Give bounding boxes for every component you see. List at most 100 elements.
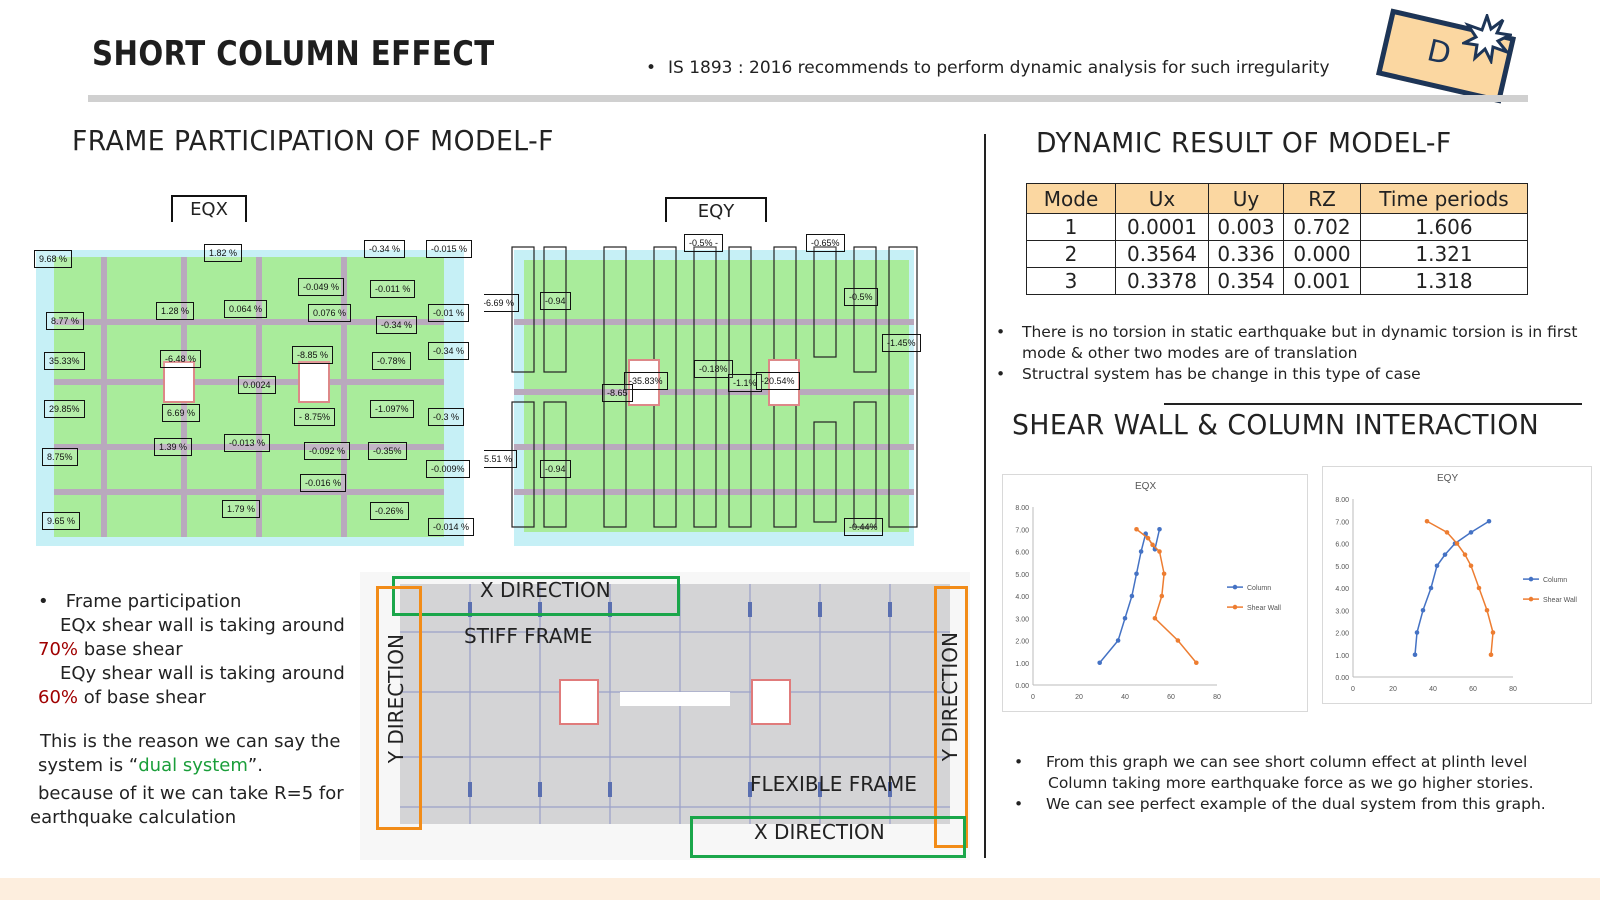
legend-marker [1232, 584, 1238, 590]
eqx-participation-label: -0.016 % [300, 474, 347, 492]
y-tick-label: 2.00 [1015, 639, 1029, 646]
data-point [1462, 552, 1468, 557]
y-tick-label: 4.00 [1015, 594, 1029, 601]
eqy-participation-label: -5.51 % [484, 450, 518, 468]
table-cell: 0.702 [1283, 213, 1361, 241]
dynamic-note-1: •There is no torsion in static earthquak… [996, 323, 1578, 362]
legend-marker [1232, 604, 1238, 610]
eqx-participation-label: 1.28 % [156, 302, 195, 320]
col-mode: Mode [1026, 183, 1116, 214]
eqx-participation-label: -0.3 % [428, 408, 465, 426]
burst-icon [1462, 14, 1512, 64]
header-note: IS 1893 : 2016 recommends to perform dyn… [646, 58, 1330, 78]
x-tick-label: 20 [1389, 686, 1397, 693]
eqy-participation-label: -20.54% [756, 372, 800, 390]
x-tick-label: 40 [1429, 686, 1437, 693]
eqx-participation-label: -0.009% [426, 460, 470, 478]
y-direction-left-box [376, 586, 422, 830]
legend-entry: Column [1247, 585, 1271, 592]
eqx-plan-drawing [36, 250, 464, 546]
fp-line2-text: base shear [78, 639, 183, 660]
fp-line4-text: of base shear [78, 687, 206, 708]
eqy-participation-label: -6.69 % [484, 294, 520, 312]
table-row: 3 0.3378 0.354 0.001 1.318 [1026, 267, 1528, 295]
table-cell: 0.3564 [1115, 240, 1209, 268]
dynamic-note-2-text: Structral system has be change in this t… [1022, 365, 1421, 383]
eqx-participation-label: 1.82 % [204, 244, 243, 262]
flexible-frame-label: FLEXIBLE FRAME [750, 772, 917, 796]
dynamic-result-table: Mode Ux Uy RZ Time periods 1 0.0001 0.00… [1026, 183, 1528, 295]
x-tick-label: 60 [1167, 694, 1175, 701]
data-point [1145, 535, 1151, 541]
y-tick-label: 5.00 [1015, 572, 1029, 579]
data-point [1134, 571, 1139, 577]
chart-title: EQX [1135, 481, 1156, 492]
table-cell: 1.318 [1360, 267, 1528, 295]
eqy-participation-label: -0.94 [540, 292, 571, 310]
eqx-participation-label: 8.75% [42, 448, 78, 466]
data-point [1150, 542, 1155, 548]
eqx-participation-label: -8.85 % [292, 346, 334, 364]
table-cell: 0.3378 [1115, 267, 1209, 295]
eqx-participation-label: 6.69 % [162, 404, 201, 422]
data-point [1468, 530, 1474, 535]
interaction-note-3: •We can see perfect example of the dual … [1014, 795, 1546, 813]
eqy-participation-label: -0.18% [694, 360, 733, 378]
eqx-chart-svg: EQX0.001.002.003.004.005.006.007.008.000… [1015, 481, 1281, 701]
eqy-chart-svg: EQY0.001.002.003.004.005.006.007.008.000… [1335, 473, 1577, 693]
section-divider [984, 134, 986, 858]
y-tick-label: 6.00 [1335, 542, 1349, 549]
eqx-participation-label: 1.79 % [222, 500, 261, 518]
x-direction-bottom-label: X DIRECTION [754, 820, 885, 844]
interaction-note-2: Column taking more earthquake force as w… [1048, 774, 1534, 792]
eqx-participation-label: -0.34 % [428, 342, 470, 360]
eqy-participation-label: -0.65% [806, 234, 845, 252]
fp-pct-60: 60% [38, 687, 79, 708]
fp-bullet-text: Frame participation [65, 591, 242, 612]
table-cell: 2 [1026, 240, 1116, 268]
eqx-participation-label: -0.049 % [298, 278, 345, 296]
interaction-note-1: •From this graph we can see short column… [1014, 753, 1528, 771]
fp-reason2: system is “dual system”. [38, 754, 368, 778]
eqy-participation-label: -0.44% [844, 518, 883, 536]
table-cell: 0.354 [1208, 267, 1284, 295]
eqx-participation-label: 8.77 % [46, 312, 85, 330]
eqy-participation-label: -0.5% - [684, 234, 724, 252]
y-tick-label: 0.00 [1015, 683, 1029, 690]
data-point [1420, 607, 1426, 613]
x-direction-top-label: X DIRECTION [480, 578, 611, 602]
eqx-participation-label: -0.01 % [428, 304, 470, 322]
x-direction-top-box [392, 576, 680, 616]
fp-dual-system: dual system [138, 755, 248, 776]
eqx-participation-label: -1.097% [370, 400, 414, 418]
y-tick-label: 1.00 [1015, 661, 1029, 668]
legend-entry: Shear Wall [1543, 597, 1577, 604]
data-point [1194, 660, 1199, 666]
eqx-participation-label: -0.78% [372, 352, 411, 370]
y-tick-label: 1.00 [1335, 653, 1349, 660]
col-ux: Ux [1115, 183, 1209, 214]
eqy-participation-label: -0.5% [844, 288, 878, 306]
data-point [1161, 571, 1167, 577]
eqx-participation-label: -0.014 % [428, 518, 475, 536]
data-point [1444, 530, 1450, 535]
data-point [1468, 563, 1474, 569]
y-tick-label: 6.00 [1015, 550, 1029, 557]
y-tick-label: 8.00 [1015, 505, 1029, 512]
eqx-participation-label: 9.68 % [34, 250, 73, 268]
right-divider [1164, 403, 1582, 405]
col-uy: Uy [1208, 183, 1284, 214]
dynamic-note-1-text: There is no torsion in static earthquake… [1022, 323, 1578, 362]
x-tick-label: 60 [1469, 686, 1477, 693]
table-cell: 0.336 [1208, 240, 1284, 268]
eqx-participation-label: -0.34 % [364, 240, 406, 258]
stiffness-plan: X DIRECTION STIFF FRAME Y DIRECTION Y DI… [360, 572, 970, 860]
eqx-participation-label: 35.33% [44, 352, 85, 370]
data-point [1442, 552, 1448, 557]
stiffness-plan-drawing [400, 584, 950, 824]
eqx-participation-label: -6.48 % [160, 350, 202, 368]
eqy-plan-drawing [511, 246, 918, 546]
dynamic-note-2: •Structral system has be change in this … [996, 365, 1421, 383]
